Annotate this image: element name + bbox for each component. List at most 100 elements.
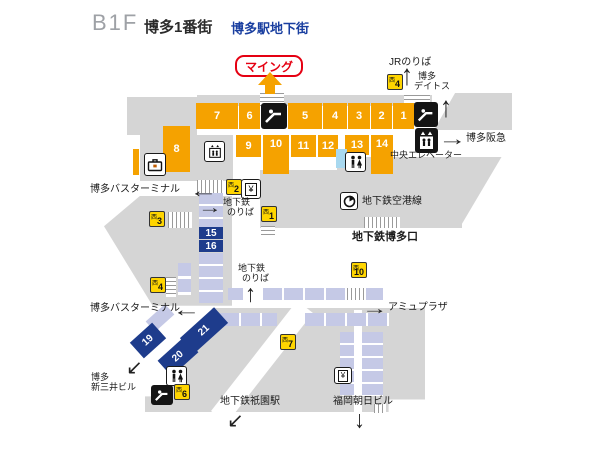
shop-row1-end-cell	[366, 288, 383, 300]
deitos-label-line1: 博多	[418, 71, 437, 81]
central-elevator-label: 中央エレベーター	[390, 150, 463, 160]
stairs-subway-entrance-icon	[197, 180, 223, 195]
exit-number: 10	[353, 267, 364, 277]
exit-prefix: 西	[152, 281, 159, 287]
shop-block-15: 15	[199, 227, 223, 239]
ming-text: マイング	[244, 59, 293, 74]
escalator-icon	[151, 385, 173, 405]
escalator-icon	[414, 102, 438, 127]
exit-prefix: 西	[263, 210, 270, 216]
down-arrow-icon: ↓	[354, 405, 365, 434]
shop-number: 21	[196, 322, 212, 339]
shop-number: 5	[301, 110, 309, 122]
exit-number: 2	[233, 184, 239, 194]
subway-mark-icon	[340, 192, 358, 210]
shop-number: 10	[269, 138, 283, 150]
restroom-icon	[345, 152, 366, 172]
exit-prefix: 西	[389, 78, 396, 84]
small-orange-block	[133, 149, 139, 175]
subway-platform-label-line2: のりば	[227, 207, 255, 217]
exit-number: 4	[394, 79, 400, 89]
shop-block-13: 13	[345, 135, 369, 155]
shop-row1	[263, 288, 347, 300]
shop-number: 11	[297, 140, 310, 152]
shop-block-12: 12	[318, 135, 338, 157]
exit-number: 1	[268, 211, 274, 221]
stairs-west3-icon	[168, 212, 192, 228]
yen-locker-icon: ¥	[334, 367, 352, 384]
shop-block-7: 7	[196, 103, 238, 129]
shop-block-4: 4	[323, 103, 347, 129]
right-arrow-icon: →	[438, 129, 467, 150]
subway-platform-label-line1: 地下鉄	[238, 263, 266, 273]
area-subtitle: 博多駅地下街	[231, 21, 310, 36]
shop-block-11: 11	[291, 135, 316, 157]
shop-block-2: 2	[371, 103, 392, 129]
exit-prefix: 西	[176, 388, 183, 394]
subway-hakata-exit-label: 地下鉄博多口	[352, 231, 418, 243]
right-arrow-icon: →	[362, 299, 388, 318]
jr-platform-label: JRのりば	[389, 57, 432, 68]
up-arrow-icon: ↑	[440, 91, 452, 124]
shop-number: 19	[140, 332, 156, 349]
down-left-arrow-icon: ↙	[227, 410, 244, 432]
central-elevator-icon	[415, 128, 438, 153]
shop-strip-platform-lower	[199, 253, 223, 303]
stairs-asahi-icon	[374, 404, 386, 413]
shop-number: 9	[245, 140, 252, 152]
bus-terminal-label: 博多バスターミナル	[90, 184, 180, 195]
shop-block-10: 10	[263, 135, 289, 174]
exit-prefix: 西	[151, 215, 158, 221]
subway-airport-line-label: 地下鉄空港線	[362, 196, 422, 207]
stairs-platform-row-icon	[347, 288, 364, 300]
stairs-west1-icon	[261, 226, 275, 235]
up-arrow-icon: ↑	[245, 279, 256, 308]
deitos-label-line2: デイトス	[414, 81, 451, 91]
up-arrow-icon: ↑	[401, 59, 413, 92]
exit-number: 7	[287, 339, 293, 349]
stairs-hakata-exit-icon	[364, 217, 400, 228]
amu-plaza-label: アミュプラザ	[388, 302, 448, 313]
shop-block-19: 19	[129, 322, 167, 359]
floor-label: B1F	[92, 10, 139, 35]
ming-arrow-stem	[265, 84, 275, 94]
yen-locker-icon: ¥	[241, 179, 261, 199]
subway-platform-label-line1: 地下鉄	[223, 197, 251, 207]
shop-number: 20	[170, 348, 186, 365]
shop-strip-asahi-left	[340, 332, 354, 396]
yen-glyph: ¥	[338, 369, 348, 382]
shop-number: 8	[173, 143, 180, 155]
left-arrow-icon: ←	[172, 300, 201, 321]
shop-strip-asahi-right	[362, 332, 383, 396]
stairs-bus-terminal-icon	[166, 277, 176, 297]
shop-row1-cell	[228, 288, 243, 300]
shop-block-9: 9	[236, 135, 261, 157]
shop-number: 12	[321, 140, 335, 152]
page-title: 博多1番街	[144, 19, 213, 36]
asahi-building-label: 福岡朝日ビル	[333, 396, 393, 407]
exit-prefix: 西	[353, 266, 360, 272]
shop-number: 14	[375, 138, 389, 150]
shop-number: 2	[378, 110, 385, 122]
shop-number: 1	[400, 110, 407, 122]
bus-terminal-label: 博多バスターミナル	[90, 303, 180, 314]
exit-number: 4	[157, 282, 163, 292]
corridor-top-strip	[197, 95, 432, 106]
right-arrow-icon: →	[198, 198, 222, 217]
exit-prefix: 西	[282, 338, 289, 344]
elevator-icon	[204, 141, 225, 162]
ming-arrow-icon	[258, 72, 282, 85]
exit-number: 3	[156, 216, 162, 226]
shop-strip-platform-upper	[199, 193, 223, 227]
shop-block-1: 1	[393, 103, 414, 129]
shop-number: 16	[205, 240, 217, 252]
shop-number: 13	[350, 139, 364, 151]
